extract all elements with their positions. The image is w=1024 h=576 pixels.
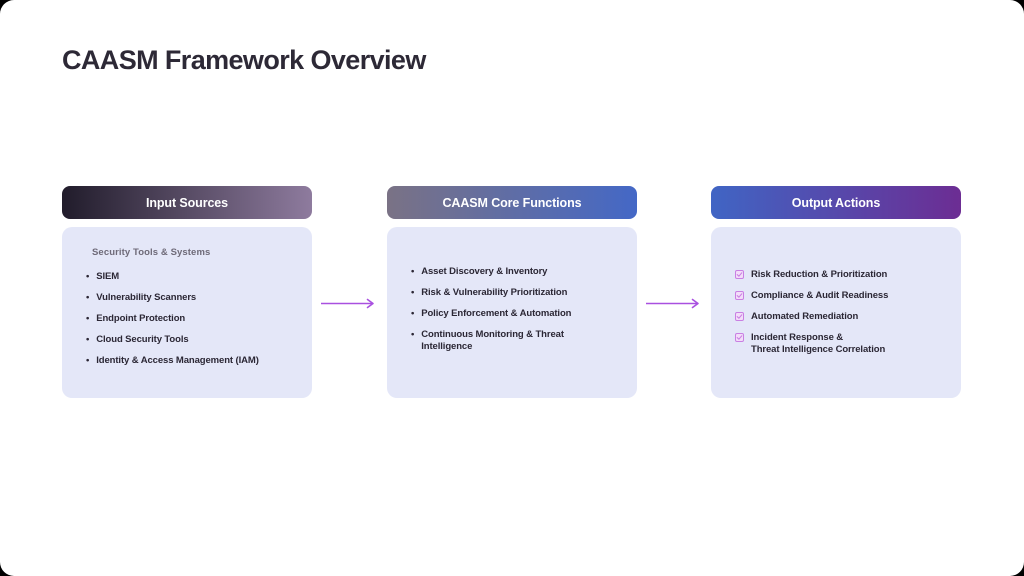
bullet-icon: • xyxy=(86,334,90,345)
flow-arrow-right-icon xyxy=(646,296,704,309)
list-item: Compliance & Audit Readiness xyxy=(735,290,941,302)
list-item-label: Continuous Monitoring & Threat Intellige… xyxy=(421,329,564,352)
flow-arrow-right-icon xyxy=(321,296,379,309)
output-actions-list: Risk Reduction & Prioritization Complian… xyxy=(735,269,941,356)
input-sources-header-label: Input Sources xyxy=(145,195,229,210)
caasm-core-functions-list: • Asset Discovery & Inventory • Risk & V… xyxy=(411,266,617,353)
caasm-core-functions-header: CAASM Core Functions xyxy=(387,186,637,219)
list-item: Automated Remediation xyxy=(735,311,941,323)
bullet-icon: • xyxy=(411,308,415,319)
list-item: Incident Response & Threat Intelligence … xyxy=(735,332,941,356)
checkbox-check-icon xyxy=(735,312,744,321)
list-item-label: Policy Enforcement & Automation xyxy=(421,308,572,319)
list-item: Risk Reduction & Prioritization xyxy=(735,269,941,281)
list-item-label: Risk Reduction & Prioritization xyxy=(751,269,888,280)
list-item: • Risk & Vulnerability Prioritization xyxy=(411,287,617,299)
bullet-icon: • xyxy=(86,271,90,282)
list-item-label: Endpoint Protection xyxy=(96,313,186,324)
caasm-core-functions-card: CAASM Core Functions • Asset Discovery &… xyxy=(387,186,637,398)
input-sources-list: • SIEM • Vulnerability Scanners • Endpoi… xyxy=(86,271,292,367)
list-item: • Vulnerability Scanners xyxy=(86,292,292,304)
input-sources-card: Input Sources Security Tools & Systems •… xyxy=(62,186,312,398)
page-title: CAASM Framework Overview xyxy=(62,45,426,75)
list-item-label: Risk & Vulnerability Prioritization xyxy=(421,287,568,298)
output-actions-header: Output Actions xyxy=(711,186,961,219)
bullet-icon: • xyxy=(86,355,90,366)
input-sources-subtitle: Security Tools & Systems xyxy=(92,247,211,258)
bullet-icon: • xyxy=(411,329,415,340)
bullet-icon: • xyxy=(411,266,415,277)
list-item: • SIEM xyxy=(86,271,292,283)
output-actions-header-label: Output Actions xyxy=(791,195,881,210)
output-actions-card: Output Actions Risk Reduction & Prioriti… xyxy=(711,186,961,398)
list-item-label: Compliance & Audit Readiness xyxy=(751,290,889,301)
checkbox-check-icon xyxy=(735,270,744,279)
list-item: • Cloud Security Tools xyxy=(86,334,292,346)
list-item-label: Incident Response & Threat Intelligence … xyxy=(751,332,886,355)
list-item-label: Cloud Security Tools xyxy=(96,334,189,345)
list-item: • Endpoint Protection xyxy=(86,313,292,325)
caasm-core-functions-header-label: CAASM Core Functions xyxy=(442,195,582,210)
list-item: • Identity & Access Management (IAM) xyxy=(86,355,292,367)
bullet-icon: • xyxy=(86,292,90,303)
input-sources-body: Security Tools & Systems • SIEM • Vulner… xyxy=(62,227,312,398)
list-item-label: SIEM xyxy=(96,271,120,282)
list-item: • Asset Discovery & Inventory xyxy=(411,266,617,278)
list-item-label: Identity & Access Management (IAM) xyxy=(96,355,259,366)
input-sources-header: Input Sources xyxy=(62,186,312,219)
list-item-label: Vulnerability Scanners xyxy=(96,292,197,303)
checkbox-check-icon xyxy=(735,333,744,342)
list-item: • Policy Enforcement & Automation xyxy=(411,308,617,320)
bullet-icon: • xyxy=(411,287,415,298)
list-item: • Continuous Monitoring & Threat Intelli… xyxy=(411,329,617,353)
caasm-core-functions-body: • Asset Discovery & Inventory • Risk & V… xyxy=(387,227,637,398)
checkbox-check-icon xyxy=(735,291,744,300)
list-item-label: Automated Remediation xyxy=(751,311,859,322)
output-actions-body: Risk Reduction & Prioritization Complian… xyxy=(711,227,961,398)
bullet-icon: • xyxy=(86,313,90,324)
list-item-label: Asset Discovery & Inventory xyxy=(421,266,548,277)
